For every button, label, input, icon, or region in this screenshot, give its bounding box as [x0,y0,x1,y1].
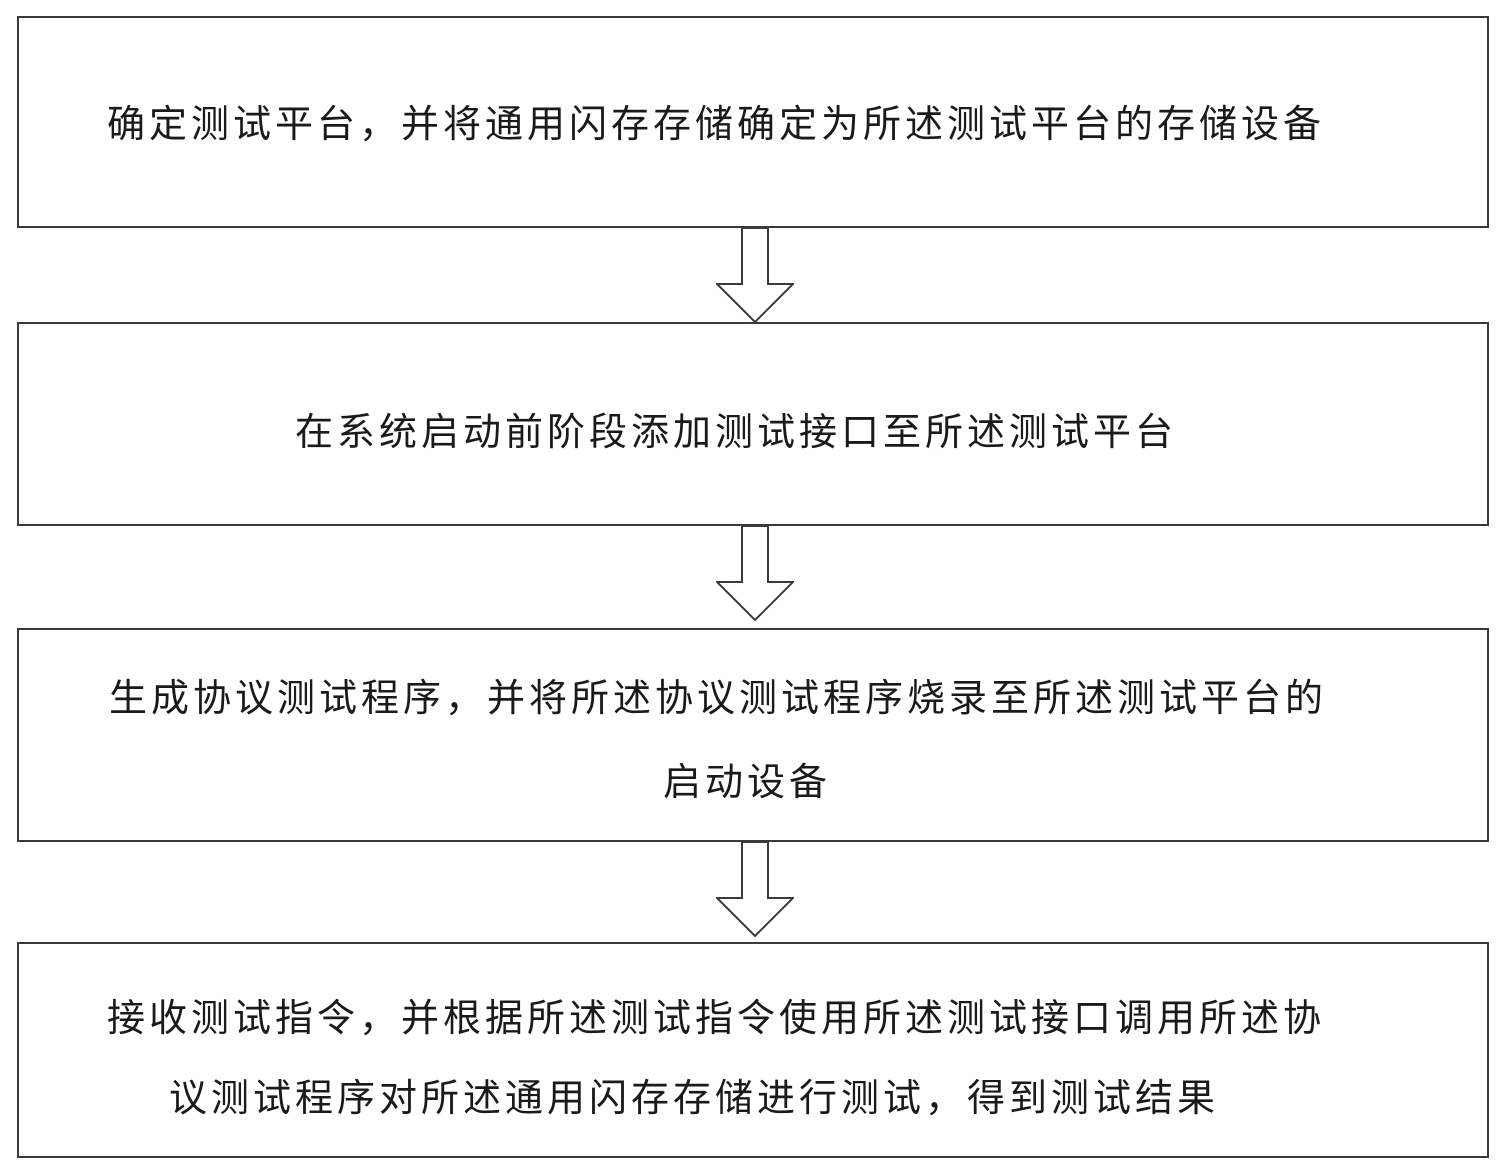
step-4-text-line-1: 接收测试指令，并根据所述测试指令使用所述测试接口调用所述协 [107,996,1326,1040]
down-arrow-1 [716,228,794,324]
step-2-text: 在系统启动前阶段添加测试接口至所述测试平台 [295,410,1178,454]
step-1-text: 确定测试平台，并将通用闪存存储确定为所述测试平台的存储设备 [107,102,1326,146]
step-4-box: 接收测试指令，并根据所述测试指令使用所述测试接口调用所述协 议测试程序对所述通用… [17,942,1489,1158]
step-3-box: 生成协议测试程序，并将所述协议测试程序烧录至所述测试平台的 启动设备 [17,628,1489,842]
step-3-text-line-2: 启动设备 [663,760,832,804]
step-1-box: 确定测试平台，并将通用闪存存储确定为所述测试平台的存储设备 [17,16,1489,228]
down-arrow-3 [716,842,794,938]
step-2-box: 在系统启动前阶段添加测试接口至所述测试平台 [17,322,1489,526]
step-3-text-line-1: 生成协议测试程序，并将所述协议测试程序烧录至所述测试平台的 [109,676,1328,720]
step-4-text-line-2: 议测试程序对所述通用闪存存储进行测试，得到测试结果 [169,1076,1220,1120]
down-arrow-2 [716,526,794,622]
